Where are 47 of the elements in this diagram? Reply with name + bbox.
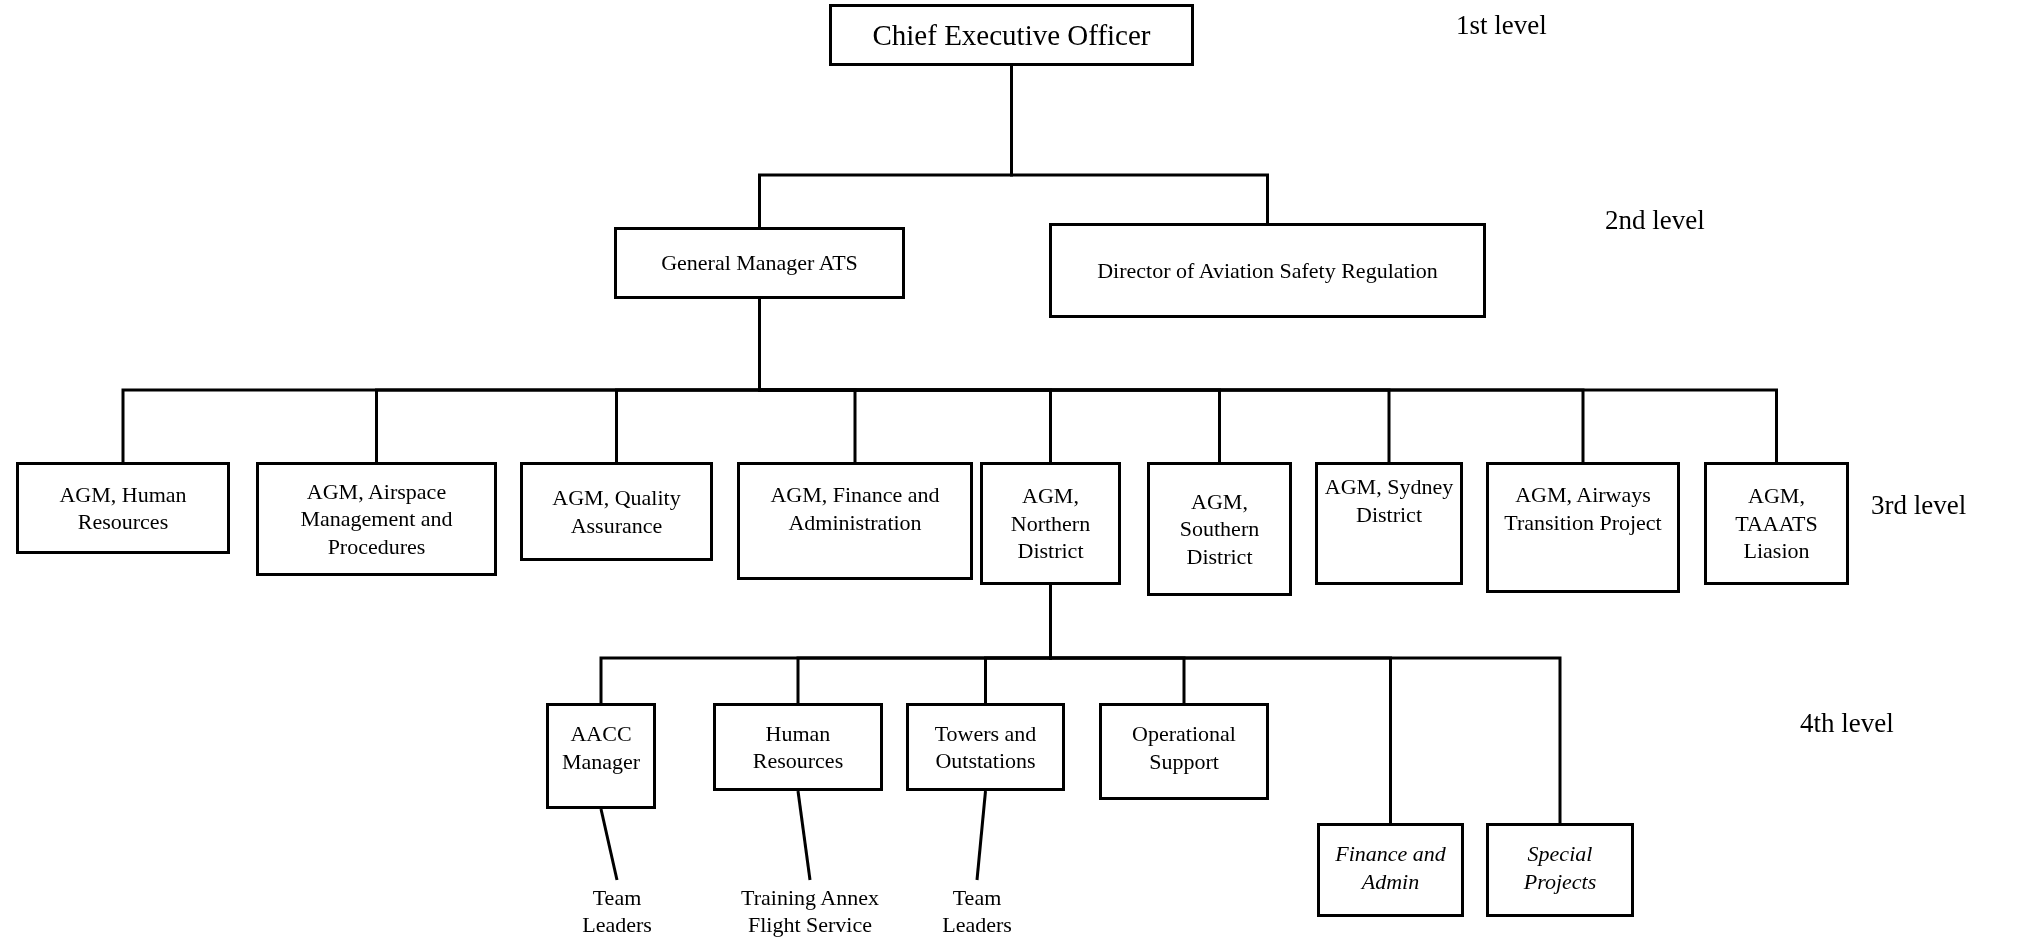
org-box [713,703,883,791]
box-label: Operational Support [1131,720,1237,775]
org-box [829,4,1194,66]
level-label: 4th level [1800,708,1894,739]
box-label: General Manager ATS [660,249,859,277]
box-label: AGM, Airspace Management and Procedures [299,477,454,561]
box-label: Chief Executive Officer [871,17,1152,53]
org-box [1486,462,1680,593]
box-label: AGM, Human Resources [58,480,188,536]
level-label: 2nd level [1605,205,1705,236]
unit-label: Training Annex Flight Service [740,883,880,939]
box-label: Director of Aviation Safety Regulation [1096,256,1439,285]
box-label: Towers and Outstations [933,719,1038,775]
org-box [906,703,1065,791]
org-box [256,462,497,576]
org-box [1486,823,1634,917]
org-box [1099,703,1269,800]
org-box [614,227,905,299]
unit-label: Team Leaders [581,883,653,939]
box-label: AGM, Quality Assurance [551,484,682,539]
org-box [16,462,230,554]
connector-line [796,790,812,881]
org-box [737,462,973,580]
org-box [1704,462,1849,585]
level-label: 3rd level [1871,490,1967,521]
box-label: AGM, Southern District [1178,487,1261,571]
box-label: AGM, Sydney District [1323,473,1455,528]
org-box [980,462,1121,585]
org-box [1049,223,1486,318]
org-box [520,462,713,561]
org-box [1315,462,1463,585]
org-box [1147,462,1292,596]
unit-label: Team Leaders [941,883,1013,939]
box-label: AGM, Airways Transition Project [1503,481,1663,536]
org-box [546,703,656,809]
box-label: Finance and Admin [1334,840,1447,895]
connector-line [975,790,987,881]
box-label: AACC Manager [560,720,642,775]
connector-line [1010,66,1269,223]
level-label: 1st level [1456,10,1547,41]
box-label: AGM, Northern District [1009,482,1092,565]
connector-line [599,808,619,881]
box-label: Human Resources [751,719,845,775]
box-label: AGM, TAAATS Liasion [1734,482,1819,565]
org-box [1317,823,1464,917]
box-label: Special Projects [1522,840,1598,895]
box-label: AGM, Finance and Administration [769,481,941,536]
